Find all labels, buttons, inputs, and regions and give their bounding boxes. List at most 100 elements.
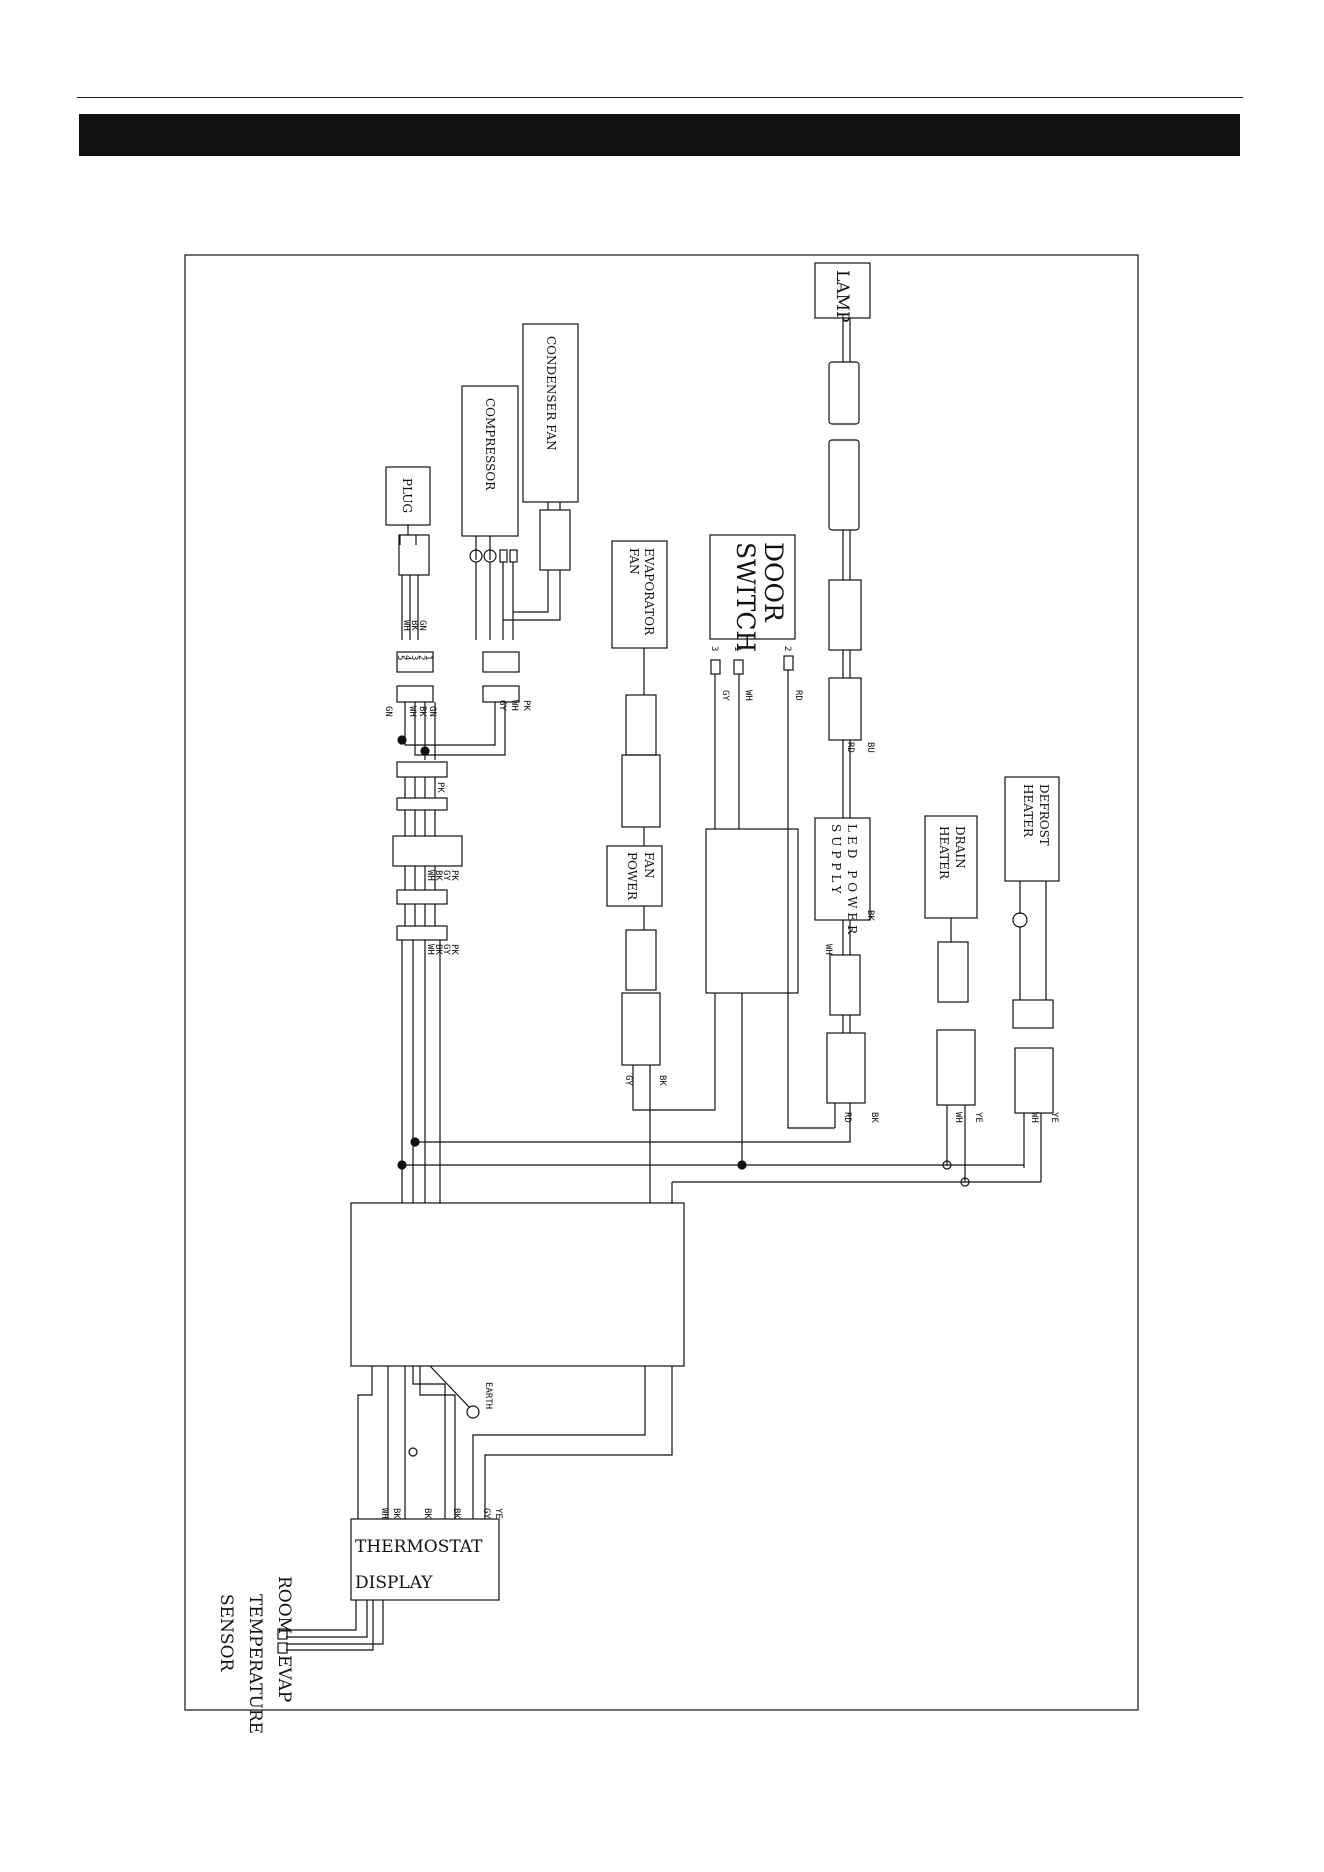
sensor-sensor-label: SENSOR (216, 1594, 236, 1673)
term-3: 3 (409, 655, 419, 660)
fan-power-box (606, 845, 663, 907)
fanpower-wire-bk: BK (657, 1075, 667, 1086)
led-out-connector-2 (826, 1032, 866, 1104)
condenser-connector (539, 509, 571, 571)
plug-wire-gn: GN (417, 620, 427, 631)
plug-cord-block (398, 534, 430, 576)
evaporator-fan-box (611, 540, 668, 649)
ledout-wire-bk: BK (869, 1112, 879, 1123)
drain-heater-label-1: DRAIN (953, 826, 967, 869)
plug-terminal-block-2 (396, 685, 434, 703)
term-4: 4 (402, 655, 412, 660)
lamp-connector-3 (828, 579, 862, 651)
led-out-connector-1 (829, 954, 861, 1016)
thermo-wire-gy: GY (481, 1508, 491, 1519)
term-2: 2 (416, 655, 426, 660)
block4-wire-pk: PK (449, 870, 459, 881)
comp-wire-wh: WH (407, 706, 417, 717)
door-wire-wh: WH (743, 690, 753, 701)
drain-connector-1 (937, 941, 969, 1003)
evap-sensor-probe (277, 1642, 288, 1654)
ledout-wire-rd: RD (842, 1112, 852, 1123)
thermo-wire-bk1: BK (451, 1508, 461, 1519)
cond-wire-gy: GY (497, 700, 507, 711)
evaporator-fan-label-2: FAN (627, 548, 641, 574)
led-power-supply-label-2: SUPPLY (829, 824, 843, 898)
block4-wire-gy: GY (441, 870, 451, 881)
plug-terminal-block (396, 651, 434, 673)
condenser-fan-label: CONDENSER FAN (544, 336, 558, 451)
top-rule (77, 97, 1243, 98)
room-sensor-probe (277, 1628, 288, 1640)
block5-wire-pk: PK (449, 944, 459, 955)
thermostat-label-2: DISPLAY (355, 1573, 433, 1593)
defrost-wire-wh: WH (1029, 1112, 1039, 1123)
diagram-frame (184, 254, 1139, 1711)
door-switch-box (709, 534, 796, 640)
evap-fan-connector-1 (625, 694, 657, 756)
door-pin-2: 2 (782, 646, 792, 651)
compressor-label: COMPRESSOR (483, 398, 497, 491)
cond-wire-wh: WH (509, 700, 519, 711)
earth-label: EARTH (483, 1382, 493, 1409)
fan-power-label-2: POWER (625, 852, 639, 901)
fan-power-label-1: FAN (642, 852, 656, 878)
defrost-wire-ye: YE (1049, 1112, 1059, 1123)
door-pin-3: 3 (709, 646, 719, 651)
door-pin-1: 1 (732, 646, 742, 651)
main-controller-box (350, 1202, 685, 1367)
thermo-wire-bk3: BK (391, 1508, 401, 1519)
relay-block (392, 835, 463, 867)
fan-power-connector-2 (621, 992, 661, 1066)
drain-wire-ye: YE (973, 1112, 983, 1123)
lamp-connector-4 (828, 677, 862, 741)
door-wire-gy: GY (720, 690, 730, 701)
led-wire-bk: BK (865, 910, 875, 921)
junction-box (705, 828, 799, 994)
thermo-wire-bk2: BK (422, 1508, 432, 1519)
defrost-connector-1 (1012, 999, 1054, 1029)
compressor-terminal-block (482, 651, 520, 673)
terminal-block-6 (396, 925, 448, 941)
defrost-connector-2 (1014, 1047, 1054, 1114)
plug-label: PLUG (400, 478, 414, 513)
block5-wire-bk: BK (433, 944, 443, 955)
terminal-block-5 (396, 889, 448, 905)
evaporator-fan-label-1: EVAPORATOR (642, 548, 656, 636)
plug-wire-wh: WH (401, 620, 411, 631)
comp-wire-bk: BK (417, 706, 427, 717)
thermo-wire-ye: YE (493, 1508, 503, 1519)
block3-wire-pk: PK (435, 782, 445, 793)
led-wire-wh: WH (823, 944, 833, 955)
lamp-wire-rd: RD (845, 742, 855, 753)
block5-wire-wh: WH (425, 944, 435, 955)
defrost-heater-label-1: DEFROST (1037, 784, 1051, 846)
drain-connector-2 (936, 1029, 976, 1106)
terminal-block-3 (396, 761, 448, 778)
led-power-supply-label-1: LED POWER (845, 824, 859, 938)
term-5: 5 (395, 655, 405, 660)
door-switch-label-1: DOOR (759, 542, 788, 623)
fan-power-connector-1 (625, 929, 657, 991)
lamp-connector-1 (828, 361, 860, 425)
sensor-temperature-label: TEMPERATURE (245, 1594, 265, 1734)
fanpower-wire-gy: GY (623, 1075, 633, 1086)
evap-fan-connector-2 (621, 754, 661, 828)
block5-wire-gy: GY (441, 944, 451, 955)
drain-heater-label-2: HEATER (937, 826, 951, 880)
term-1: 1 (423, 655, 433, 660)
block4-wire-wh: WH (425, 870, 435, 881)
title-bar (79, 114, 1240, 156)
defrost-heater-label-2: HEATER (1021, 784, 1035, 838)
thermostat-label-1: THERMOSTAT (355, 1537, 483, 1557)
terminal-block-4 (396, 797, 448, 811)
condenser-fan-box (522, 323, 579, 503)
comp-wire-gn2: GN (427, 706, 437, 717)
door-switch-label-2: SWITCH (731, 542, 760, 652)
cond-wire-pk: PK (521, 700, 531, 711)
plug-wire-bk: BK (409, 620, 419, 631)
lamp-wire-bu: BU (865, 742, 875, 753)
sensor-room-label: ROOM (274, 1576, 294, 1634)
thermo-wire-wh: WH (379, 1508, 389, 1519)
